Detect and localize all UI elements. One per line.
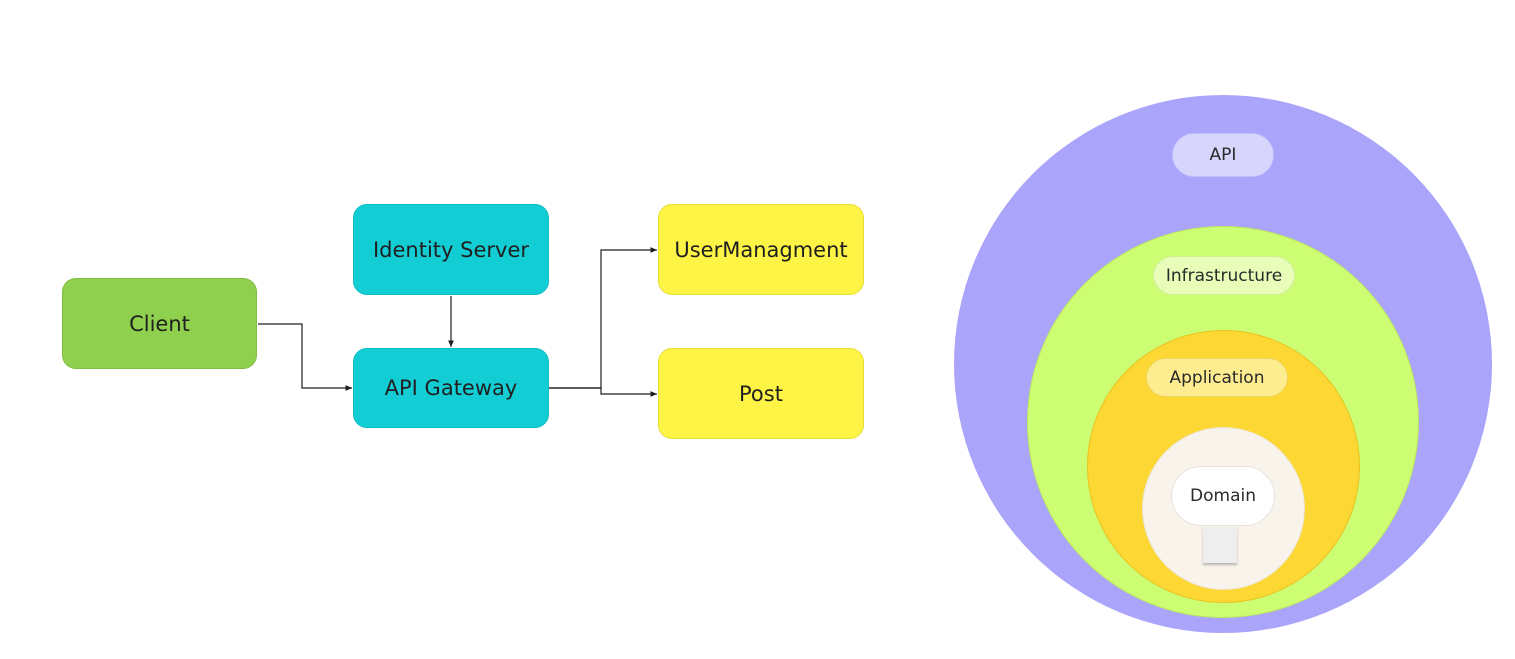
connector-client-to-gateway [258,323,352,391]
api-gateway-label: API Gateway [384,376,518,400]
infrastructure-layer-text: Infrastructure [1165,265,1283,286]
post-label: Post [739,381,783,406]
identity-server-node[interactable]: Identity Server [353,204,549,295]
domain-placeholder-card [1203,527,1237,563]
identity-server-label: Identity Server [372,237,530,262]
application-layer-text: Application [1169,367,1265,388]
connector-gateway-to-post [549,387,657,397]
infrastructure-layer-label: Infrastructure [1153,256,1295,295]
domain-layer-label: Domain [1171,466,1275,526]
application-layer-label: Application [1146,358,1288,397]
api-layer-label: API [1172,133,1274,177]
post-node[interactable]: Post [658,348,864,439]
user-managment-node[interactable]: UserManagment [658,204,864,295]
api-gateway-node[interactable]: API Gateway [353,348,549,428]
client-node[interactable]: Client [62,278,257,369]
domain-layer-text: Domain [1190,486,1256,506]
client-label: Client [129,311,190,336]
user-managment-label: UserManagment [674,237,848,262]
api-layer-text: API [1209,145,1237,165]
connector-gateway-to-usermanagment [549,247,657,389]
